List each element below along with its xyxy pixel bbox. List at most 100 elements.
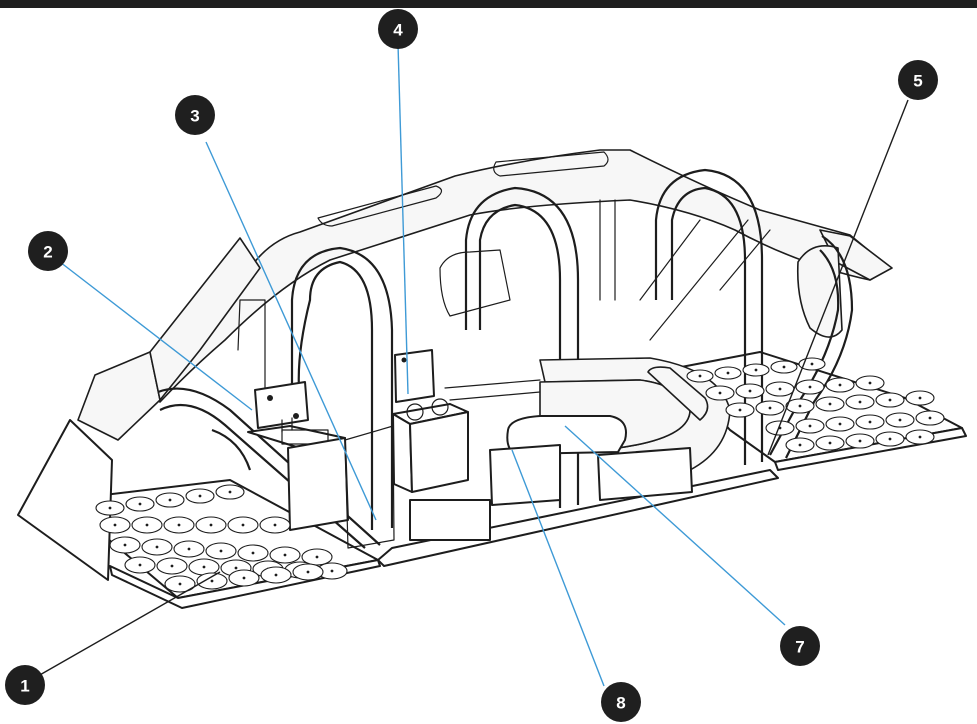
callout-number-5: 5	[913, 72, 922, 91]
floor-pad-dot	[798, 443, 802, 447]
floor-pad-dot	[228, 490, 232, 494]
callout-badge-5: 5	[898, 60, 938, 100]
sink-tap	[281, 417, 293, 433]
seating-area	[444, 357, 731, 506]
callout-badge-8: 8	[601, 682, 641, 722]
floor-pad-dot	[202, 565, 206, 569]
floor-pad-dot	[868, 381, 872, 385]
table-top	[506, 415, 627, 455]
floor-pad-dot	[768, 406, 772, 410]
callout-number-3: 3	[190, 107, 199, 126]
leader-5	[767, 99, 909, 456]
seat-base-left	[489, 444, 561, 506]
callout-leaders	[37, 43, 909, 687]
burner-2	[431, 398, 449, 416]
sofa-bolster	[647, 366, 709, 421]
roof-vent-right	[493, 151, 609, 177]
kitchen-unit	[247, 349, 491, 549]
floor-pad-dot	[241, 523, 245, 527]
floor-pad-dot	[798, 404, 802, 408]
floor-pad-dot	[177, 523, 181, 527]
air-beam-1-outer	[297, 260, 374, 530]
floor-pad-dot	[888, 398, 892, 402]
air-beam-left-inner	[159, 403, 366, 549]
floor-pad-dot	[274, 573, 278, 577]
floor-pad-dot	[898, 418, 902, 422]
floor-pad-dot	[918, 435, 922, 439]
air-beam-2-inner	[464, 186, 580, 505]
seat-base-right	[597, 447, 693, 501]
floor-pad-dot	[178, 582, 182, 586]
floor-pad-dot	[234, 566, 238, 570]
floor-pad-dot	[155, 545, 159, 549]
floor-pad-dot	[219, 549, 223, 553]
floor-storage-box	[409, 499, 491, 541]
leader-2	[59, 261, 253, 411]
floor-pad-dot	[748, 389, 752, 393]
floor-pad-dot	[242, 576, 246, 580]
stove-lid-hinge	[401, 357, 407, 363]
floor-pad-dot	[754, 368, 758, 372]
burner-1	[406, 403, 424, 421]
left-deck-pads	[95, 484, 348, 593]
top-border-bar	[0, 0, 977, 8]
air-beam-3-inner	[654, 168, 764, 462]
floor-pad-dot	[306, 570, 310, 574]
callout-number-8: 8	[616, 694, 625, 713]
floor-pad-dot	[782, 365, 786, 369]
floor-pad-dot	[123, 543, 127, 547]
floor-pad-dot	[138, 563, 142, 567]
sink-basin	[281, 429, 329, 445]
floor-pad-dot	[828, 402, 832, 406]
right-window-panel	[796, 245, 843, 338]
floor-pad-dot	[918, 396, 922, 400]
rear-bench-lines	[444, 379, 541, 401]
floor-pad-dot	[838, 383, 842, 387]
callout-badge-1: 1	[5, 665, 45, 705]
floor-pad-dot	[868, 420, 872, 424]
air-beam-3-outer	[670, 186, 747, 465]
floor-pad-dot	[858, 439, 862, 443]
left-awning-flap	[77, 351, 161, 441]
floor-pad-dot	[145, 523, 149, 527]
leader-8	[511, 449, 605, 687]
leader-7	[564, 425, 786, 626]
floor-pad-dot	[210, 579, 214, 583]
callout-badge-7: 7	[780, 626, 820, 666]
floor-pad-dot	[698, 374, 702, 378]
roof-vent-left	[317, 185, 443, 227]
floor-pad-dot	[330, 569, 334, 573]
callout-number-2: 2	[43, 243, 52, 262]
sink-cabinet	[287, 437, 349, 531]
floor-pad-dot	[113, 523, 117, 527]
stove-front	[409, 411, 469, 493]
floor-pad-dot	[187, 547, 191, 551]
floor-pad-dot	[251, 551, 255, 555]
air-beam-1-inner	[290, 246, 394, 528]
floor-pad-dot	[808, 424, 812, 428]
floor-pad-dot	[738, 408, 742, 412]
callout-number-1: 1	[20, 677, 29, 696]
callout-badge-2: 2	[28, 231, 68, 271]
rear-wall-left	[237, 299, 266, 401]
floor-pad-dot	[828, 441, 832, 445]
air-beam-left-foot	[211, 428, 252, 471]
leader-3	[205, 141, 377, 521]
floor-pad-dot	[209, 523, 213, 527]
air-beam-2-outer	[478, 203, 562, 508]
lid-hinge	[293, 413, 299, 419]
floor-pad-dot	[838, 422, 842, 426]
callout-badge-3: 3	[175, 95, 215, 135]
floor-pad-dot	[726, 371, 730, 375]
left-floor-edge	[109, 559, 381, 609]
back-wall-window	[439, 249, 511, 317]
callout-badges: 1 2 3 4 5 7 8	[5, 9, 938, 722]
floor-pad-dot	[168, 498, 172, 502]
rear-pole	[599, 199, 616, 301]
left-side-door	[17, 419, 113, 581]
floor-pad-dot	[928, 416, 932, 420]
callout-number-7: 7	[795, 638, 804, 657]
floor-pad-dot	[888, 437, 892, 441]
floor-pad-dot	[718, 391, 722, 395]
